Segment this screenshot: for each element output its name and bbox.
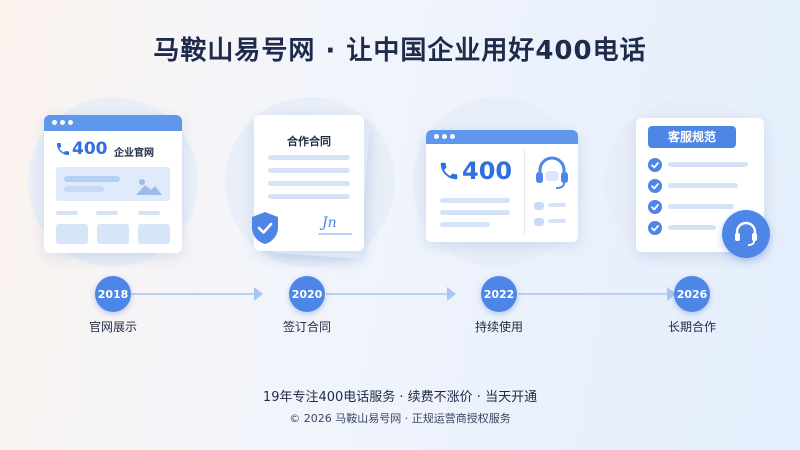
signature: Jn — [322, 215, 337, 231]
check-icon — [651, 225, 659, 232]
checklist-item — [648, 200, 662, 214]
phone-icon — [440, 162, 458, 180]
content-line — [56, 211, 78, 215]
check-icon — [651, 183, 659, 190]
signature-line — [318, 233, 352, 235]
page-title: 马鞍山易号网 · 让中国企业用好400电话 — [153, 36, 647, 66]
checklist-item — [648, 158, 662, 172]
hero-banner — [56, 167, 170, 201]
contract-text-line — [268, 181, 350, 186]
hero-text-line — [64, 186, 104, 192]
website-card-label: 企业官网 — [114, 148, 154, 159]
headset-icon — [735, 221, 757, 246]
contract-text-line — [268, 168, 350, 173]
usage-text-line — [440, 222, 490, 227]
check-icon — [651, 204, 659, 211]
content-line — [138, 211, 160, 215]
contract-text-line — [268, 194, 350, 199]
timeline-label: 官网展示 — [88, 320, 137, 334]
footer-copyright: © 2026 马鞍山易号网 · 正规运营商授权服务 — [289, 412, 511, 425]
service-headset-badge — [722, 210, 770, 258]
contract-heading: 合作合同 — [287, 135, 331, 148]
usage-text-line — [440, 210, 510, 215]
usage-text-line — [440, 198, 510, 203]
service-card-header: 客服规范 — [648, 126, 736, 148]
arrow-right-icon — [254, 287, 263, 301]
service-card: 客服规范 — [636, 118, 764, 252]
timeline-year: 2018 — [95, 276, 131, 312]
timeline-label: 持续使用 — [474, 320, 523, 334]
checklist-item — [648, 221, 662, 235]
contract-text-line — [268, 155, 350, 160]
checklist-line — [668, 204, 734, 209]
check-icon — [651, 162, 659, 169]
timeline-year: 2020 — [289, 276, 325, 312]
checklist-line — [668, 162, 748, 167]
timeline-year: 2022 — [481, 276, 517, 312]
checklist-item — [648, 179, 662, 193]
arrow-right-icon — [447, 287, 456, 301]
timeline-label: 长期合作 — [667, 320, 716, 334]
timeline-label: 签订合同 — [282, 320, 331, 334]
website-logo-400: 400 — [72, 139, 108, 159]
status-chip — [534, 202, 544, 210]
browser-title-bar — [44, 115, 182, 131]
content-tile — [97, 224, 129, 244]
arrow-right-icon — [667, 287, 676, 301]
usage-card: 400 — [426, 130, 578, 242]
timeline-connector — [326, 293, 448, 295]
checklist-line — [668, 183, 738, 188]
footer-tagline: 19年专注400电话服务 · 续费不涨价 · 当天开通 — [262, 390, 538, 405]
panel-divider — [524, 150, 525, 236]
headset-icon — [536, 156, 568, 189]
status-line — [548, 203, 566, 207]
status-chip — [534, 218, 544, 226]
content-tile — [56, 224, 88, 244]
timeline-connector — [518, 293, 668, 295]
timeline-year: 2026 — [674, 276, 710, 312]
status-line — [548, 219, 566, 223]
content-tile — [138, 224, 170, 244]
image-icon — [136, 179, 162, 195]
checklist-line — [668, 225, 716, 230]
hero-text-line — [64, 176, 120, 182]
usage-logo-400: 400 — [462, 157, 513, 185]
timeline-connector — [131, 293, 255, 295]
browser-title-bar — [426, 130, 578, 144]
content-line — [96, 211, 118, 215]
shield-check-icon — [252, 212, 278, 244]
website-card: 400 企业官网 — [44, 115, 182, 253]
phone-icon — [57, 143, 69, 155]
